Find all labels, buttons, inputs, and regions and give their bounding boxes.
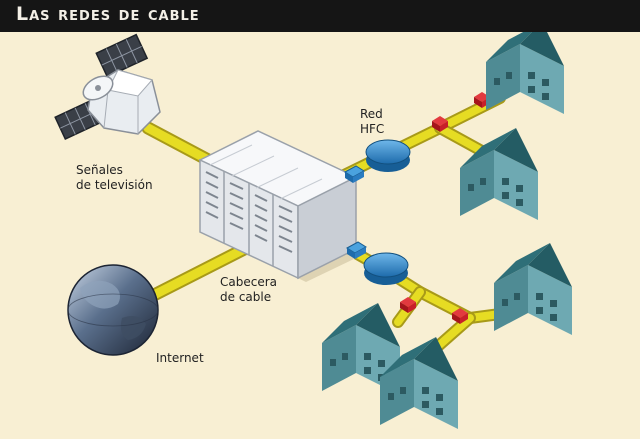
label-hfc-network: Red HFC [360, 107, 384, 137]
label-headend-line-1: Cabecera [220, 275, 277, 289]
house-icon [486, 22, 564, 114]
label-satellite-line-1: Señales [76, 163, 123, 177]
title-bar: Las redes de cable [0, 0, 640, 32]
house-icon [460, 128, 538, 220]
amplifier-icon [346, 241, 367, 259]
connector-icon [452, 308, 468, 324]
amplifier-icon [344, 165, 365, 183]
label-hfc-line-2: HFC [360, 122, 385, 136]
server-rack-icon [198, 130, 358, 282]
page-title: Las redes de cable [16, 3, 200, 25]
label-cable-headend: Cabecera de cable [220, 275, 277, 305]
label-headend-line-2: de cable [220, 290, 272, 304]
label-satellite-signals: Señales de televisión [76, 163, 153, 193]
hfc-node-icon-lower [363, 252, 409, 285]
hfc-node-icon-upper [365, 139, 411, 172]
house-icon [380, 337, 458, 429]
connector-icon [400, 297, 416, 313]
label-internet: Internet [156, 351, 204, 365]
label-hfc-line-1: Red [360, 107, 383, 121]
cable-headend-hfc-upper [332, 92, 506, 184]
house-icon [494, 243, 572, 335]
cable-headend-hfc-lower [332, 237, 521, 354]
cable-lines [141, 92, 521, 354]
globe-icon [67, 264, 159, 356]
satellite-icon [54, 33, 161, 141]
cable-satellite-headend [141, 121, 219, 169]
connector-icon [432, 116, 448, 132]
label-satellite-line-2: de televisión [76, 178, 153, 192]
